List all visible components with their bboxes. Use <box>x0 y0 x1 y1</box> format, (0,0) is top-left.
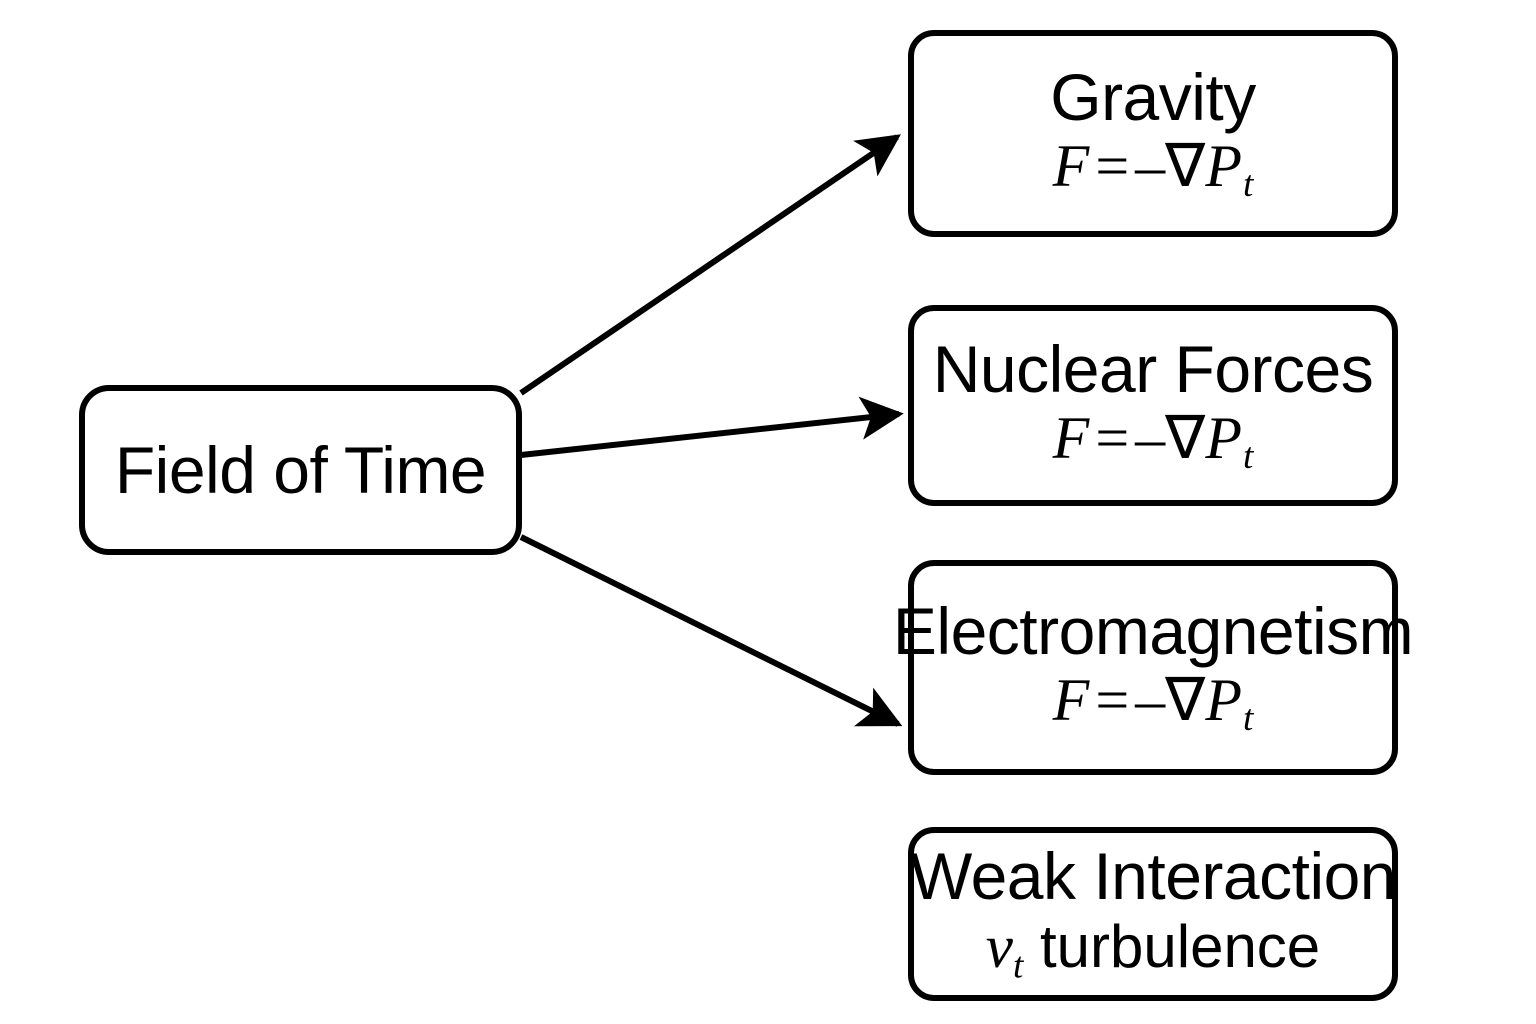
node-electromagnetism-formula: F=–∇Pt <box>1053 670 1254 738</box>
nabla-icon: ∇ <box>1165 132 1206 199</box>
node-gravity-label: Gravity <box>1050 59 1256 134</box>
formula-equals: = <box>1095 132 1130 199</box>
formula-equals: = <box>1095 666 1130 733</box>
formula-lhs: F <box>1052 404 1090 471</box>
formula-symbol: P <box>1205 132 1242 199</box>
subtext-symbol: v <box>985 913 1013 982</box>
formula-lhs: F <box>1052 666 1090 733</box>
node-gravity[interactable]: Gravity F=–∇Pt <box>908 30 1398 237</box>
node-gravity-formula: F=–∇Pt <box>1053 136 1254 204</box>
formula-minus: – <box>1135 404 1166 471</box>
nabla-icon: ∇ <box>1165 404 1206 471</box>
nabla-icon: ∇ <box>1165 666 1206 733</box>
formula-lhs: F <box>1052 132 1090 199</box>
node-weak-interaction-subtext: vt turbulence <box>986 917 1320 985</box>
formula-equals: = <box>1095 404 1130 471</box>
formula-symbol: P <box>1205 666 1242 733</box>
edge-to-nuclear-forces <box>520 396 904 458</box>
node-electromagnetism-label: Electromagnetism <box>892 593 1414 668</box>
subtext-word: turbulence <box>1039 913 1321 981</box>
edge-to-gravity <box>519 134 901 396</box>
node-electromagnetism[interactable]: Electromagnetism F=–∇Pt <box>893 560 1414 775</box>
edge-to-electromagnetism <box>519 534 903 727</box>
node-weak-interaction-label: Weak Interaction <box>909 839 1397 914</box>
formula-subscript: t <box>1242 436 1254 478</box>
node-nuclear-forces-label: Nuclear Forces <box>932 331 1374 406</box>
formula-minus: – <box>1135 132 1166 199</box>
formula-minus: – <box>1135 666 1166 733</box>
formula-symbol: P <box>1205 404 1242 471</box>
node-field-of-time-label: Field of Time <box>114 433 487 507</box>
node-nuclear-forces-formula: F=–∇Pt <box>1053 408 1254 476</box>
formula-subscript: t <box>1242 164 1254 206</box>
node-weak-interaction[interactable]: Weak Interaction vt turbulence <box>908 827 1398 1001</box>
subtext-subscript: t <box>1012 945 1024 987</box>
node-field-of-time[interactable]: Field of Time <box>79 385 522 555</box>
node-nuclear-forces[interactable]: Nuclear Forces F=–∇Pt <box>908 305 1398 506</box>
formula-subscript: t <box>1242 698 1254 740</box>
